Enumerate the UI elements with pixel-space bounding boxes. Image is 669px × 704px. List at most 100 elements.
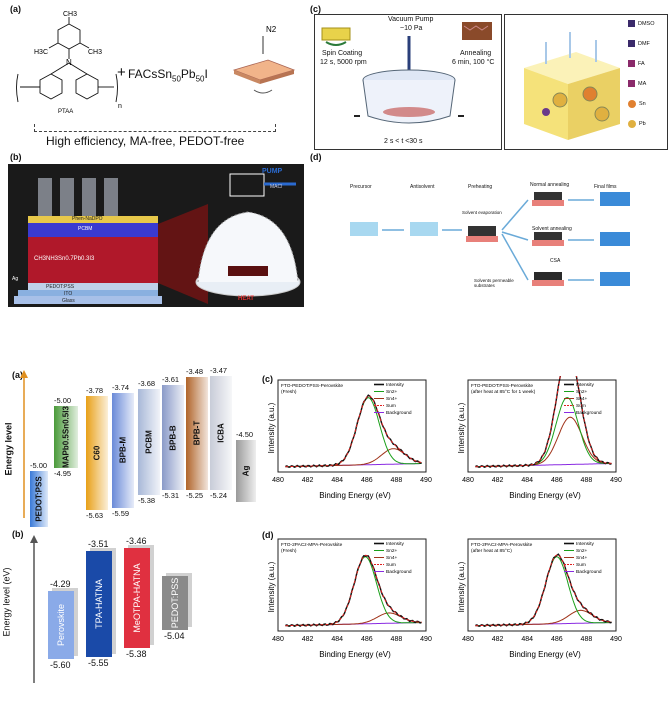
step-precursor: Precursor <box>350 184 372 190</box>
device-stack <box>8 164 304 307</box>
figure-b-device: (b) Phen-NaDPO PCBM CH3NH3Sn0.7Pb0.3I3 P… <box>0 152 306 307</box>
panel-tag-b: (b) <box>10 152 22 162</box>
legend-item: FA <box>628 60 645 67</box>
layer-label-ito: ITO <box>64 291 73 297</box>
energy-bottom-value: -5.24 <box>210 490 228 500</box>
x-tick-label: 480 <box>272 636 284 643</box>
x-tick-label: 484 <box>331 477 343 484</box>
substrate-schematic: N2 <box>232 25 296 94</box>
energy-top-value: -4.50 <box>236 430 254 440</box>
time-window: 2 s < t <30 s <box>384 138 423 145</box>
energy-bar-label: Perovskite <box>56 604 66 647</box>
series-sum <box>475 554 612 627</box>
energy-bar-label: PCBM <box>144 430 154 454</box>
legend-label: Sn4+ <box>576 555 588 561</box>
legend-label: Intensity <box>576 541 594 547</box>
energy-top-value: -3.78 <box>86 385 104 395</box>
formula-mid: Pb <box>180 67 196 81</box>
anneal-detail: 6 min, 100 °C <box>452 59 495 66</box>
x-tick-label: 480 <box>462 477 474 484</box>
legend-label: Intensity <box>386 541 404 547</box>
energy-bottom-value: -5.31 <box>162 491 180 501</box>
plot-frame <box>467 379 617 473</box>
label-solvent-evaporation: Solvent evaporation <box>462 210 502 215</box>
methyl-top: CH3 <box>63 11 77 18</box>
y-axis-label: Intensity (a.u.) <box>458 561 466 612</box>
energy-bottom-value: -5.59 <box>112 508 130 518</box>
energy-top-value: -5.00 <box>54 396 72 406</box>
legend-item: DMSO <box>628 20 655 27</box>
x-tick-label: 482 <box>492 477 504 484</box>
energy-bar-tpa-hatna <box>86 550 112 657</box>
bracket-line <box>34 124 276 132</box>
series-sum <box>475 376 612 468</box>
x-axis-label: Binding Energy (eV) <box>319 491 391 500</box>
label-csa: CSA <box>550 258 561 264</box>
legend-label: MA <box>638 80 647 87</box>
ptaa-structure: CH3 H3C CH3 N PTAA n <box>16 11 122 115</box>
layer-label-pedot: PEDOT:PSS <box>46 284 75 290</box>
x-tick-label: 484 <box>521 477 533 484</box>
energy-bar-ag <box>236 440 256 503</box>
molecule-icon <box>628 20 635 27</box>
series-sn2 <box>285 397 422 468</box>
y-axis-label: Intensity (a.u.) <box>458 402 466 453</box>
x-tick-label: 484 <box>521 636 533 643</box>
nitrogen-atom: N <box>66 58 72 67</box>
energy-top-value: -3.68 <box>138 379 156 389</box>
energy-top-value: -3.74 <box>112 383 130 393</box>
legend-label: DMF <box>638 40 650 47</box>
series-sum <box>285 554 422 627</box>
energy-bar-label: MeOTPA-HATNA <box>132 563 142 633</box>
formula-sub-2: 50 <box>195 74 205 84</box>
energy-bar-label: ICBA <box>216 423 226 443</box>
panel-subtitle: (after heat at 85°C) <box>471 548 512 554</box>
layer-label-pcbm: PCBM <box>78 226 93 232</box>
energy-bar-icba <box>210 376 232 490</box>
legend-item: Pb <box>628 120 646 128</box>
spin-coating-detail: 12 s, 5000 rpm <box>320 59 367 66</box>
energy-bottom-value: -5.63 <box>86 511 104 521</box>
perovskite-formula: FACsSn50Pb50I <box>128 67 208 83</box>
energy-axis-arrow <box>20 370 28 518</box>
layer-label-perovskite: CH3NH3Sn0.7Pb0.3I3 <box>34 256 95 262</box>
species-label: MACl <box>270 184 283 190</box>
legend-label: Sum <box>386 562 396 568</box>
energy-top-value: -5.00 <box>30 461 48 471</box>
energy-bottom-value: -5.04 <box>164 631 185 642</box>
legend-label: Sn2+ <box>386 389 398 395</box>
figure-b-energy: (b) Energy level (eV) Perovskite-4.29-5.… <box>0 525 262 695</box>
legend-item: Sn <box>628 100 646 108</box>
legend-label: Sn4+ <box>386 396 398 402</box>
layer-label-glass: Glass <box>62 298 75 304</box>
x-tick-label: 480 <box>462 636 474 643</box>
tin-ion-icon <box>628 100 636 108</box>
formula-end: I <box>204 67 208 81</box>
plus-sign-1: + <box>117 64 126 81</box>
energy-bottom-value: -5.38 <box>126 648 147 659</box>
energy-bar-label: BPB-M <box>118 437 128 464</box>
molecule-icon <box>628 60 635 67</box>
legend-label: FA <box>638 60 645 67</box>
lead-ion-icon <box>628 120 636 128</box>
legend-label: Intensity <box>576 382 594 388</box>
panel-tag-a-energy: (a) <box>12 370 23 380</box>
legend-label: Sn <box>639 101 646 107</box>
vacuum-detail: ~10 Pa <box>400 25 423 32</box>
figure-a-top: (a) CH3 H3C CH3 N PTAA n + FACsSn50Pb50I… <box>0 0 300 160</box>
spin-coater <box>321 27 351 46</box>
legend-label: DMSO <box>638 20 655 27</box>
polymer-name: PTAA <box>58 109 73 115</box>
x-tick-label: 482 <box>302 636 314 643</box>
plot-frame <box>277 379 427 473</box>
series-intensity <box>475 553 612 628</box>
legend-label: Pb <box>639 121 646 127</box>
molecule-icon <box>628 80 635 87</box>
energy-bar-label: MAPb0.5Sn0.5I3 <box>61 406 71 468</box>
plot-frame <box>277 538 427 632</box>
x-tick-label: 482 <box>302 477 314 484</box>
x-tick-label: 486 <box>551 477 563 484</box>
formula-main: FACsSn <box>128 67 173 81</box>
